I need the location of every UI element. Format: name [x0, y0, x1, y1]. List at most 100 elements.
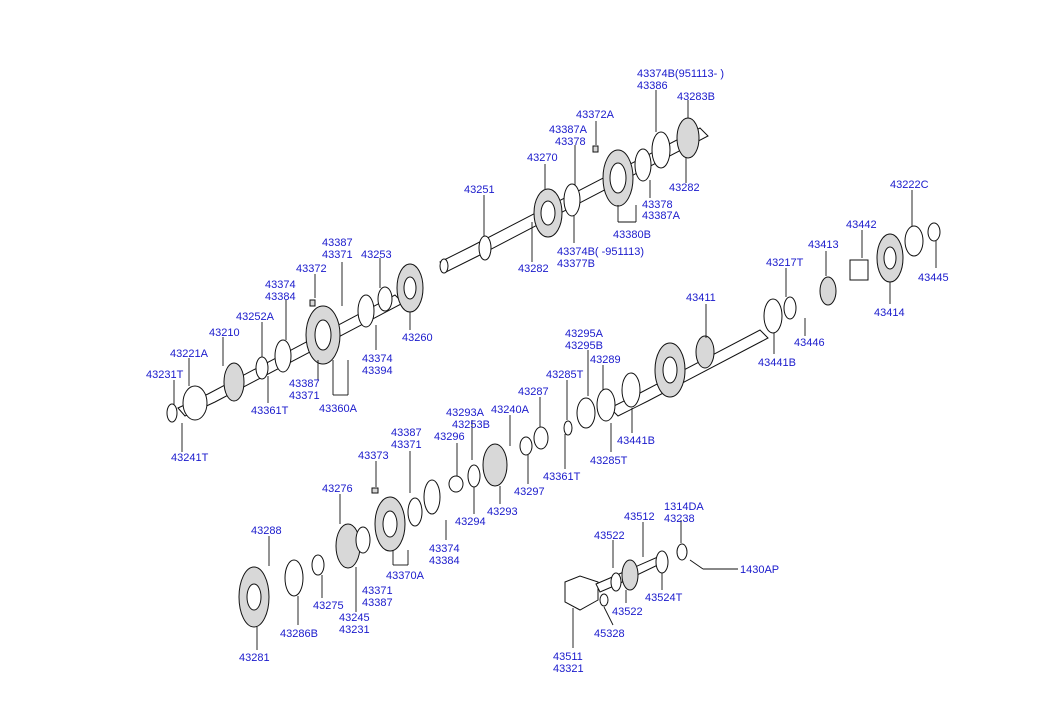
- bolt-45328: [599, 593, 609, 607]
- part-label: 43387: [362, 597, 393, 609]
- part-label: 43276: [322, 483, 353, 495]
- ring-43285T: [576, 397, 596, 429]
- part-label: 43296: [434, 431, 465, 443]
- middle-small-parts: [423, 388, 616, 515]
- bearing-43238: [676, 543, 688, 561]
- part-label: 43371: [362, 585, 393, 597]
- bearing-43253: [377, 286, 393, 312]
- gear-43283B: [676, 117, 700, 159]
- part-label: 43387: [322, 237, 353, 249]
- ring-43524T: [655, 550, 669, 574]
- part-label: 1430AP: [740, 564, 779, 576]
- part-label: 43370A: [386, 570, 425, 582]
- part-label: 43374: [362, 353, 393, 365]
- part-label: 43446: [794, 337, 825, 349]
- bushing-43275: [311, 554, 325, 576]
- key-43372: [309, 299, 316, 307]
- part-label: 43252A: [236, 311, 275, 323]
- synchronizer-43370A-hub: [382, 510, 398, 538]
- synchro-ring-43378: [563, 183, 581, 217]
- part-label: 43374B(951113- ): [637, 68, 724, 80]
- part-label: 43293: [487, 506, 518, 518]
- part-label: 43321: [553, 663, 584, 675]
- counter-shaft-assembly: [609, 222, 941, 417]
- part-label: 43442: [846, 219, 877, 231]
- part-label: 43283B: [677, 91, 715, 103]
- gear-43293: [482, 443, 508, 487]
- part-label: 43295B: [565, 340, 603, 352]
- part-label: 43387A: [549, 124, 588, 136]
- spacer-43442: [849, 259, 869, 281]
- ring-43374d: [407, 497, 423, 527]
- part-label: 43361T: [543, 471, 581, 483]
- part-label: 43380B: [613, 229, 651, 241]
- part-label: 43374: [429, 543, 460, 555]
- leader-lines: [173, 90, 937, 650]
- part-label: 45328: [594, 628, 625, 640]
- bearing-43222C: [904, 225, 924, 257]
- ring-43361T: [563, 420, 573, 436]
- part-label: 43286B: [280, 628, 318, 640]
- part-label: 43371: [322, 249, 353, 261]
- part-label: 43414: [874, 307, 905, 319]
- part-label: 43378: [642, 199, 673, 211]
- part-label: 43217T: [766, 257, 804, 269]
- part-label: 43512: [624, 511, 655, 523]
- gear-43281-hub: [246, 583, 262, 611]
- circlip-43241T: [166, 403, 178, 423]
- part-label: 43231T: [146, 369, 184, 381]
- part-label: 43289: [590, 354, 621, 366]
- input-shaft-assembly: [439, 117, 709, 274]
- bearing-43294: [467, 464, 481, 488]
- ring-43231: [355, 526, 371, 554]
- part-label: 43260: [402, 332, 433, 344]
- nut-43445: [927, 222, 941, 242]
- bearing-43289: [596, 388, 616, 422]
- part-label: 43240A: [491, 404, 530, 416]
- part-label: 43374: [265, 279, 296, 291]
- part-label: 43288: [251, 525, 282, 537]
- part-label: 43445: [918, 272, 949, 284]
- gear-43413: [819, 276, 837, 306]
- part-label: 43282: [669, 182, 700, 194]
- part-label: 43413: [808, 239, 839, 251]
- part-label: 43360A: [319, 403, 358, 415]
- part-label: 43281: [239, 652, 270, 664]
- part-label: 43387A: [642, 210, 681, 222]
- key-43372A: [592, 145, 599, 153]
- bearing-43221A: [182, 385, 208, 421]
- part-label: 43238: [664, 513, 695, 525]
- bushing-43296: [448, 475, 464, 493]
- part-label: 43221A: [170, 348, 209, 360]
- ring-43374c: [423, 479, 441, 515]
- part-label: 43378: [555, 136, 586, 148]
- ring-43522: [610, 572, 622, 592]
- part-number-labels: 43374B(951113- ) 43386 43283B 43372A 433…: [146, 68, 949, 675]
- main-shaft-left-assembly: [166, 263, 424, 423]
- part-label: 43387: [391, 427, 422, 439]
- part-label: 43372: [296, 263, 327, 275]
- gear-43411b: [695, 335, 715, 369]
- part-label: 43253B: [452, 419, 490, 431]
- part-label: 43511: [553, 651, 583, 663]
- ring-43374: [274, 339, 292, 373]
- part-label: 43285T: [590, 455, 628, 467]
- bearing-43286B: [284, 559, 304, 597]
- synchro-ring-43378b: [634, 148, 652, 182]
- part-label: 43294: [455, 516, 486, 528]
- ring-43374b: [357, 294, 375, 328]
- gear-43260-hub: [403, 276, 417, 300]
- bracket-43511: [564, 575, 599, 611]
- part-label: 43522: [594, 530, 625, 542]
- part-label: 43275: [313, 600, 344, 612]
- part-label: 43251: [464, 184, 495, 196]
- part-label: 43245: [339, 612, 370, 624]
- synchronizer-43380B-hub: [609, 162, 627, 194]
- gear-43210: [223, 362, 245, 402]
- part-label: 43371: [289, 390, 320, 402]
- part-label: 43384: [429, 555, 460, 567]
- part-label: 43293A: [446, 407, 485, 419]
- gear-43270-hub: [540, 200, 556, 226]
- part-label: 43297: [514, 486, 545, 498]
- part-label: 43374B( -951113): [557, 246, 644, 258]
